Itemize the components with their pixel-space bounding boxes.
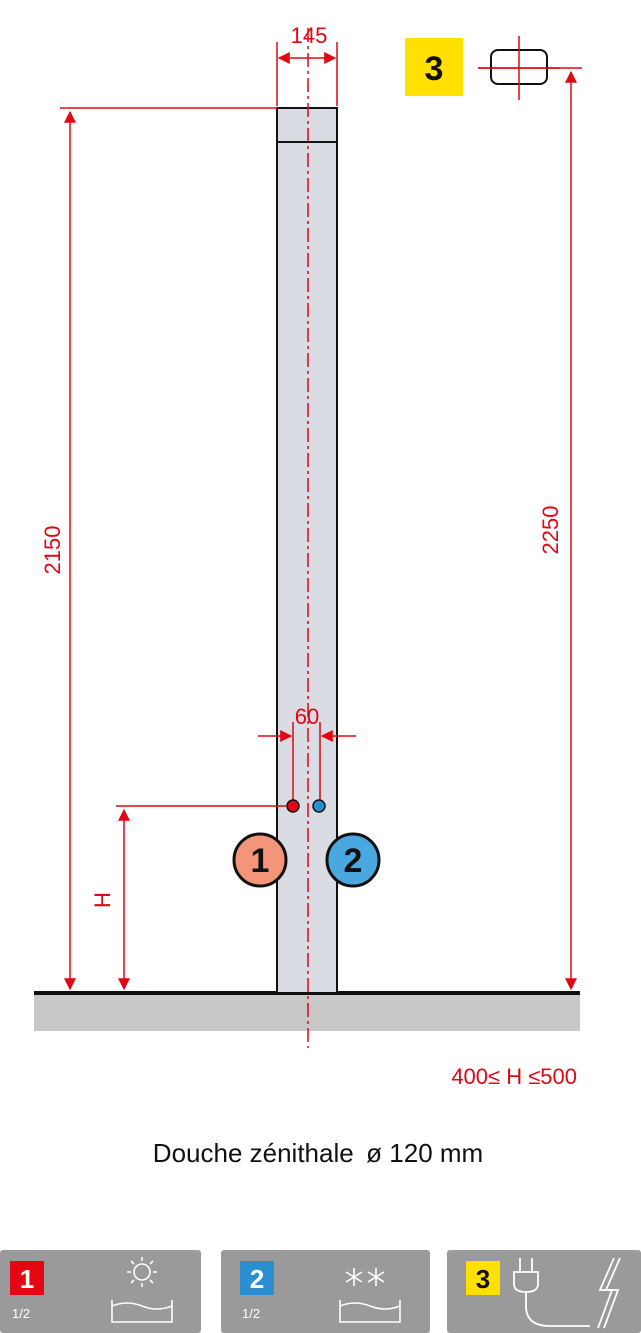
right-height-label: 2250 — [538, 506, 563, 555]
shower-column — [276, 107, 338, 994]
cold-inlet-point — [312, 799, 326, 813]
height-range-label: 400≤ H ≤500 — [451, 1064, 577, 1089]
tile-hot-badge — [10, 1261, 44, 1295]
hot-inlet-point — [286, 799, 300, 813]
left-height-label: 2150 — [40, 526, 65, 575]
electrical-marker-badge — [405, 38, 463, 96]
hot-water-icon — [111, 1257, 173, 1323]
hot-inlet-marker — [232, 832, 288, 888]
tile-hot-number: 1 — [20, 1264, 34, 1294]
floor-slab — [34, 993, 580, 1031]
product-caption: Douche zénithale ø 120 mm — [153, 1138, 483, 1168]
electrical-marker-number: 3 — [425, 50, 444, 88]
tile-electrical-number: 3 — [476, 1264, 490, 1294]
h-label: H — [90, 892, 115, 908]
tile-cold-badge — [240, 1261, 274, 1295]
tile-cold-sub: 1/2 — [242, 1306, 260, 1321]
spacing-label: 60 — [295, 704, 319, 729]
product-name: Douche zénithale — [153, 1138, 354, 1168]
width-dimension-label: 145 — [291, 23, 328, 48]
tile-hot-sub: 1/2 — [12, 1306, 30, 1321]
product-diameter: ø 120 mm — [366, 1138, 483, 1168]
electrical-plug-icon — [513, 1257, 621, 1329]
tile-cold-number: 2 — [250, 1264, 264, 1294]
hot-inlet-marker-number: 1 — [251, 842, 270, 880]
cold-water-icon — [339, 1268, 401, 1323]
tile-electrical-badge — [466, 1261, 500, 1295]
tile-hot-water — [0, 1250, 201, 1333]
cold-inlet-marker — [325, 832, 381, 888]
cold-inlet-marker-number: 2 — [344, 842, 363, 880]
